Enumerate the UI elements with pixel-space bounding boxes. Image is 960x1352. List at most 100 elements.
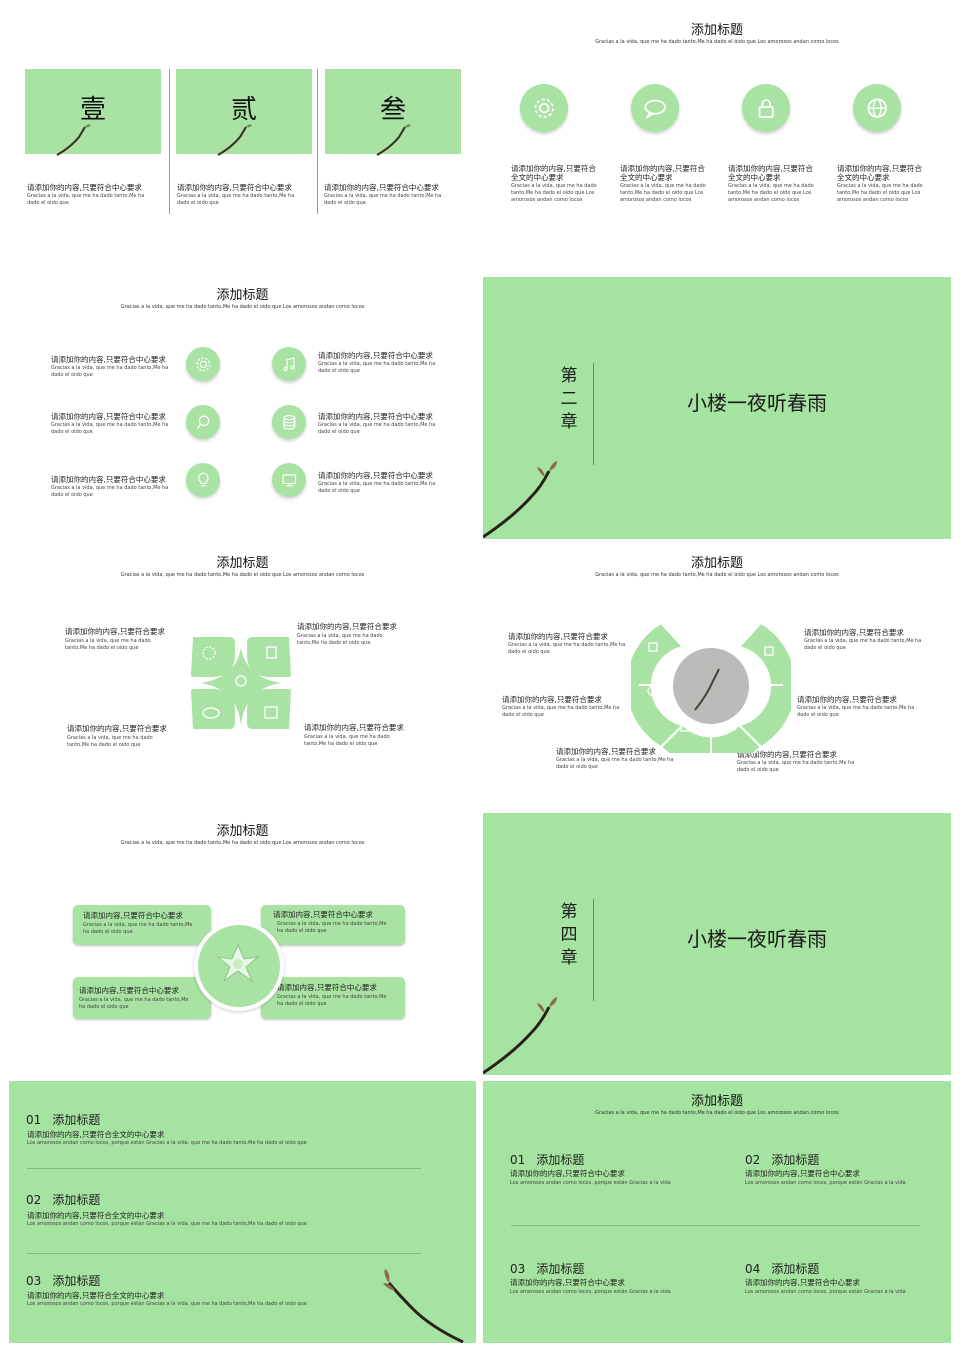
card-heading: 请添加你的内容,只要符合中心要求 bbox=[27, 183, 142, 192]
slide-7: 添加标题 Gracias a la vida, que me ha dado t… bbox=[9, 813, 476, 1075]
content-box: 请添加内容,只要符合中心要求 Gracias a la vida, que me… bbox=[261, 977, 405, 1019]
branch-icon bbox=[383, 1269, 464, 1343]
card-body: Gracias a la vida, que me ha dado tanto,… bbox=[177, 193, 295, 206]
item-heading: 请添加你的内容,只要符合全文的中心要求 bbox=[728, 164, 813, 182]
database-icon bbox=[272, 405, 306, 439]
chapter-title: 小楼一夜听春雨 bbox=[687, 391, 827, 415]
item-number: 01 bbox=[510, 1153, 526, 1167]
card-char: 贰 bbox=[230, 95, 257, 125]
card-image: 叁 bbox=[325, 69, 461, 156]
item-body: Gracias a la vida, que me ha dado tanto,… bbox=[502, 705, 620, 718]
item-body: Gracias a la vida, que me ha dado tanto,… bbox=[318, 481, 436, 494]
content-box: 请添加内容,只要符合中心要求 Gracias a la vida, que me… bbox=[73, 977, 211, 1019]
slide-title: 添加标题 bbox=[216, 824, 269, 839]
item-heading: 请添加你的内容,只要符合要求 bbox=[556, 747, 656, 756]
item-body: Los amorosos andan como locos, porque es… bbox=[745, 1289, 906, 1295]
box-heading: 请添加内容,只要符合中心要求 bbox=[277, 983, 377, 992]
slide-4: 第 二 章 小楼一夜听春雨 bbox=[483, 277, 951, 539]
item-body: Los amorosos andan como locos, porque es… bbox=[27, 1221, 307, 1227]
divider bbox=[593, 899, 594, 1001]
item-title: 添加标题 bbox=[52, 1113, 101, 1127]
section-item: 03 添加标题 bbox=[26, 1270, 100, 1289]
item-heading: 请添加你的内容,只要符合中心要求 bbox=[318, 471, 433, 480]
card-image: 贰 bbox=[176, 69, 312, 156]
item-body: Gracias a la vida, que me ha dado tanto,… bbox=[556, 757, 674, 770]
card-image: 壹 bbox=[25, 69, 161, 156]
hammer-icon bbox=[758, 684, 770, 694]
item-title: 添加标题 bbox=[536, 1153, 585, 1167]
branch-icon bbox=[217, 124, 252, 156]
item-body: Gracias a la vida, que me ha dado tanto,… bbox=[65, 638, 151, 651]
box-heading: 请添加内容,只要符合中心要求 bbox=[273, 910, 373, 919]
divider bbox=[511, 1225, 920, 1226]
box-body: Gracias a la vida, que me ha dado tanto,… bbox=[79, 997, 189, 1010]
chat-icon bbox=[202, 707, 220, 719]
flower-icon bbox=[216, 943, 260, 983]
item-heading: 请添加你的内容,只要符合全文的中心要求 bbox=[511, 164, 596, 182]
item-body: Gracias a la vida, que me ha dado tanto,… bbox=[837, 183, 923, 203]
item-body: Los amorosos andan como locos, porque es… bbox=[510, 1289, 671, 1295]
item-body: Gracias a la vida, que me ha dado tanto,… bbox=[297, 633, 383, 646]
item-heading: 请添加你的内容,只要符合要求 bbox=[304, 723, 404, 732]
item-number: 01 bbox=[26, 1113, 42, 1127]
divider bbox=[593, 363, 594, 465]
card-body: Gracias a la vida, que me ha dado tanto,… bbox=[27, 193, 145, 206]
chapter-char: 第 bbox=[560, 902, 578, 922]
item-body: Gracias a la vida, que me ha dado tanto,… bbox=[318, 361, 436, 374]
branch-icon bbox=[483, 997, 557, 1075]
slide-9: 01 添加标题 请添加你的内容,只要符合全文的中心要求 Los amorosos… bbox=[9, 1081, 476, 1343]
item-number: 02 bbox=[745, 1153, 761, 1167]
item-body: Los amorosos andan como locos, porque es… bbox=[745, 1180, 906, 1186]
chapter-char: 四 bbox=[560, 925, 578, 945]
content-box: 请添加内容,只要符合中心要求 Gracias a la vida, que me… bbox=[261, 905, 405, 945]
slide-1: 壹 请添加你的内容,只要符合中心要求 Gracias a la vida, qu… bbox=[9, 9, 476, 264]
item-title: 添加标题 bbox=[536, 1262, 585, 1276]
item-body: Gracias a la vida, que me ha dado tanto,… bbox=[511, 183, 597, 203]
four-leaf-diagram bbox=[191, 637, 291, 729]
card-char: 壹 bbox=[79, 95, 106, 125]
box-body: Gracias a la vida, que me ha dado tanto,… bbox=[277, 994, 387, 1007]
card-body: Gracias a la vida, que me ha dado tanto,… bbox=[324, 193, 442, 206]
item-number: 03 bbox=[510, 1262, 526, 1276]
item-title: 添加标题 bbox=[52, 1193, 101, 1207]
leaf-shape bbox=[247, 689, 291, 729]
slide-title: 添加标题 bbox=[216, 556, 269, 571]
leaf-shape bbox=[191, 689, 235, 729]
item-number: 03 bbox=[26, 1274, 42, 1288]
lock-icon bbox=[764, 646, 774, 656]
slide-subtitle: Gracias a la vida, que me ha dado tanto,… bbox=[120, 304, 365, 310]
item-title: 添加标题 bbox=[771, 1262, 820, 1276]
item-heading: 请添加你的内容,只要符合要求 bbox=[297, 622, 397, 631]
slide-6: 添加标题 Gracias a la vida, que me ha dado t… bbox=[483, 545, 951, 807]
item-heading: 请添加你的内容,只要符合全文的中心要求 bbox=[27, 1130, 165, 1139]
item-heading: 请添加你的内容,只要符合全文的中心要求 bbox=[620, 164, 705, 182]
chapter-char: 二 bbox=[560, 389, 578, 409]
chat-icon bbox=[631, 84, 679, 132]
item-body: Gracias a la vida, que me ha dado tanto,… bbox=[620, 183, 706, 203]
item-body: Gracias a la vida, que me ha dado tanto,… bbox=[804, 638, 922, 651]
slide-title: 添加标题 bbox=[690, 1094, 743, 1109]
item-heading: 请添加你的内容,只要符合中心要求 bbox=[51, 475, 166, 484]
item-heading: 请添加你的内容,只要符合中心要求 bbox=[745, 1169, 860, 1178]
item-heading: 请添加你的内容,只要符合要求 bbox=[797, 695, 897, 704]
item-body: Gracias a la vida, que me ha dado tanto,… bbox=[304, 734, 390, 747]
slide-3: 添加标题 Gracias a la vida, que me ha dado t… bbox=[9, 277, 476, 539]
item-heading: 请添加你的内容,只要符合要求 bbox=[737, 750, 837, 759]
item-heading: 请添加你的内容,只要符合中心要求 bbox=[745, 1278, 860, 1287]
chapter-title: 小楼一夜听春雨 bbox=[687, 927, 827, 951]
slide-5: 添加标题 Gracias a la vida, que me ha dado t… bbox=[9, 545, 476, 807]
item-heading: 请添加你的内容,只要符合中心要求 bbox=[318, 412, 433, 421]
item-heading: 请添加你的内容,只要符合全文的中心要求 bbox=[27, 1211, 165, 1220]
item-body: Gracias a la vida, que me ha dado tanto,… bbox=[51, 422, 169, 435]
section-item: 02 添加标题 bbox=[745, 1149, 819, 1168]
item-body: Gracias a la vida, que me ha dado tanto,… bbox=[51, 365, 169, 378]
card-heading: 请添加你的内容,只要符合中心要求 bbox=[177, 183, 292, 192]
divider bbox=[27, 1168, 421, 1169]
box-heading: 请添加内容,只要符合中心要求 bbox=[79, 986, 179, 995]
item-body: Los amorosos andan como locos, porque es… bbox=[27, 1140, 307, 1146]
box-body: Gracias a la vida, que me ha dado tanto,… bbox=[83, 922, 193, 935]
divider bbox=[317, 69, 318, 214]
item-body: Gracias a la vida, que me ha dado tanto,… bbox=[508, 642, 626, 655]
item-number: 02 bbox=[26, 1193, 42, 1207]
item-body: Gracias a la vida, que me ha dado tanto,… bbox=[67, 735, 153, 748]
